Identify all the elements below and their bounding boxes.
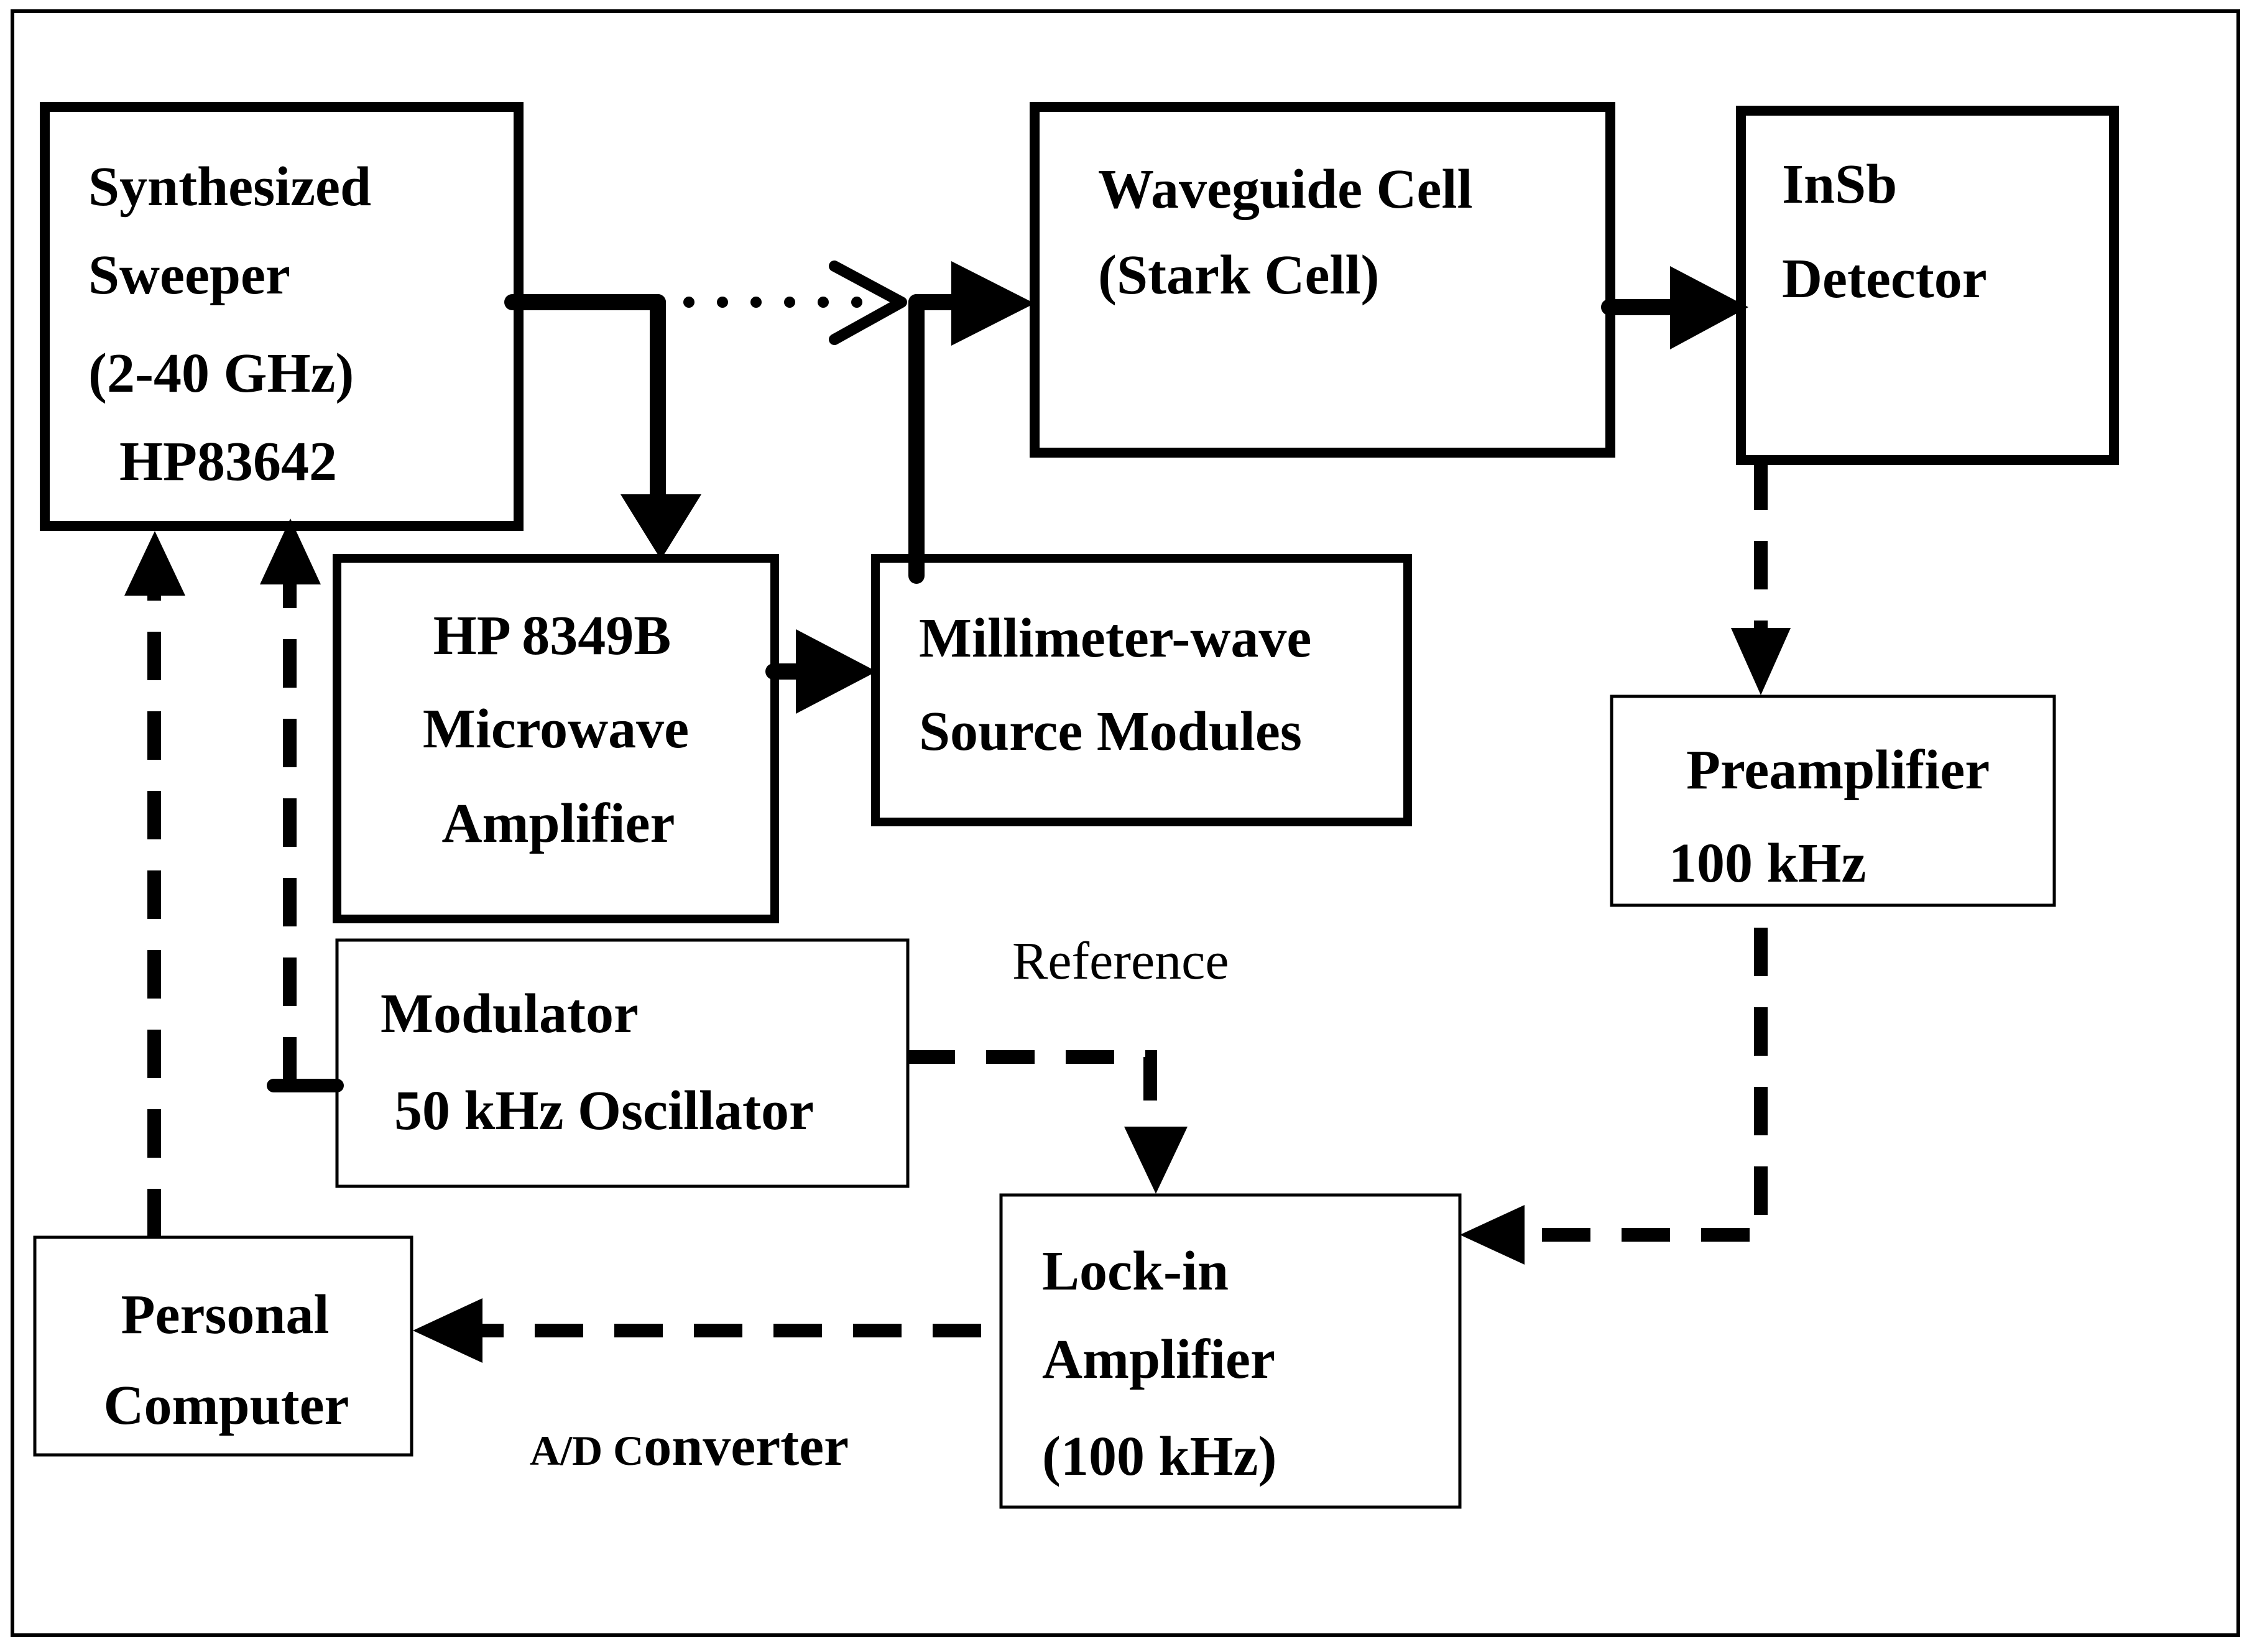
source-modules-block [871, 554, 1412, 826]
amplifier-label-line-1: HP 8349B [433, 605, 671, 667]
source-label-line-1: Millimeter-wave [919, 607, 1311, 669]
waveguide-label-line-2: (Stark Cell) [1098, 244, 1379, 306]
insb-detector-block [1736, 106, 2119, 465]
sweeper-output-connector [504, 294, 666, 512]
computer-label-line-2: Computer [104, 1375, 349, 1436]
arrowhead-to-amplifier [621, 494, 701, 560]
detector-label-line-2: Detector [1782, 248, 1987, 310]
waveguide-label-line-1: Waveguide Cell [1098, 159, 1473, 220]
arrowhead-reference-to-lockin [1124, 1127, 1188, 1194]
preamp-to-lockin-dashed [1525, 928, 1768, 1242]
arrowhead-to-waveguide [951, 261, 1035, 346]
microwave-amplifier-block [333, 554, 779, 923]
arrowhead-to-lockin [1460, 1205, 1525, 1265]
modulator-to-sweeper-dashed [267, 584, 344, 1092]
preamplifier-block [1610, 694, 2056, 907]
computer-label-line-1: Personal [121, 1284, 330, 1345]
arrowhead-to-computer [413, 1298, 482, 1363]
preamp-label-line-1: Preamplifier [1686, 739, 1990, 801]
source-label-line-2: Source Modules [919, 701, 1302, 762]
sweeper-label-line-1: Synthesized [88, 156, 371, 218]
reference-label: Reference [1012, 931, 1229, 990]
lockin-label-line-2: Amplifier [1042, 1329, 1275, 1390]
arrowhead-to-source-modules [796, 629, 877, 714]
arrowhead-to-preamplifier [1731, 628, 1791, 695]
adc-converter-label-prefix: A/D C [530, 1427, 644, 1474]
arrowhead-modulator-to-sweeper [260, 519, 321, 584]
reference-signal-dashed [907, 1050, 1157, 1127]
amplifier-label-line-2: Microwave [423, 698, 689, 760]
sweeper-label-line-2: Sweeper [88, 244, 290, 306]
outer-frame [11, 9, 2240, 1637]
open-arrowhead-to-cell [829, 261, 907, 345]
lockin-label-line-3: (100 kHz) [1042, 1426, 1276, 1487]
detector-label-line-1: InSb [1782, 154, 1897, 215]
arrowhead-computer-to-sweeper [124, 531, 185, 596]
lockin-label-line-1: Lock-in [1042, 1240, 1229, 1302]
source-module-output-connector [908, 294, 966, 584]
personal-computer-block [33, 1235, 413, 1457]
adc-converter-label: A/D Converter [530, 1416, 849, 1477]
adc-converter-label-rest: onverter [644, 1416, 849, 1477]
sweeper-label-line-3: (2-40 GHz) [88, 343, 354, 404]
modulator-label-line-2: 50 kHz Oscillator [394, 1080, 814, 1142]
preamp-label-line-2: 100 kHz [1669, 833, 1867, 894]
modulator-block [335, 938, 910, 1188]
arrowhead-to-detector [1670, 266, 1748, 349]
sweeper-label-line-4: HP83642 [119, 431, 337, 492]
lockin-amplifier-block [999, 1193, 1462, 1509]
modulator-label-line-1: Modulator [381, 983, 639, 1045]
waveguide-cell-block [1030, 102, 1615, 458]
sweeper-block [40, 102, 524, 531]
amplifier-label-line-3: Amplifier [442, 793, 675, 854]
